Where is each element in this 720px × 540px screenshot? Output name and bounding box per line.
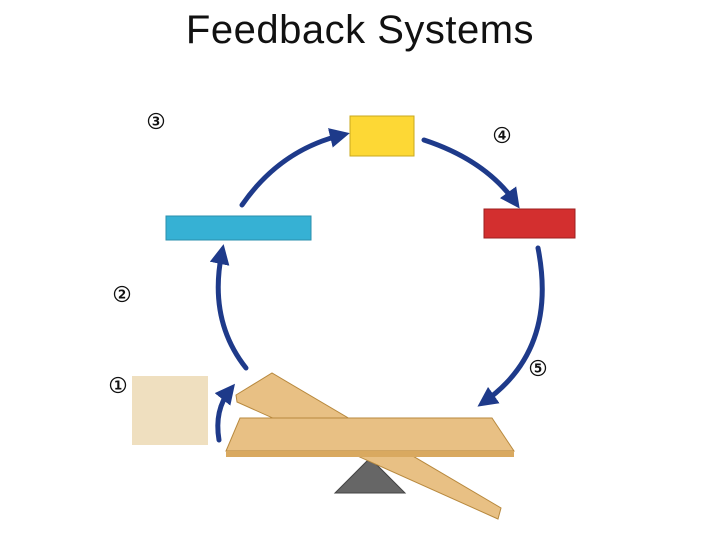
seesaw-level-plank — [225, 417, 515, 452]
step-number-5: 5 — [534, 362, 542, 376]
step-badge-4: 4 — [493, 126, 511, 144]
left-box — [165, 215, 312, 241]
seesaw-fulcrum — [333, 457, 407, 494]
arrow-left-to-top — [239, 128, 350, 208]
step-number-1: 1 — [114, 379, 122, 393]
step-badge-5: 5 — [529, 359, 547, 377]
slide-title: Feedback Systems — [185, 8, 535, 52]
arrow-top-to-right — [421, 137, 520, 209]
seesaw-level-plank-edge — [226, 451, 514, 457]
arrow-seesaw-to-left — [209, 244, 249, 371]
step-number-4: 4 — [498, 129, 506, 143]
step-badge-1: 1 — [109, 376, 127, 394]
arrow-right-to-seesaw — [477, 245, 545, 407]
step-number-3: 3 — [152, 115, 160, 129]
top-box — [349, 115, 415, 157]
right-box — [483, 208, 576, 239]
step-number-2: 2 — [118, 288, 126, 302]
arrow-stimulus-to-seesaw — [214, 383, 235, 443]
step-badge-3: 3 — [147, 112, 165, 130]
step-badge-2: 2 — [113, 285, 131, 303]
stimulus-box — [132, 376, 208, 445]
